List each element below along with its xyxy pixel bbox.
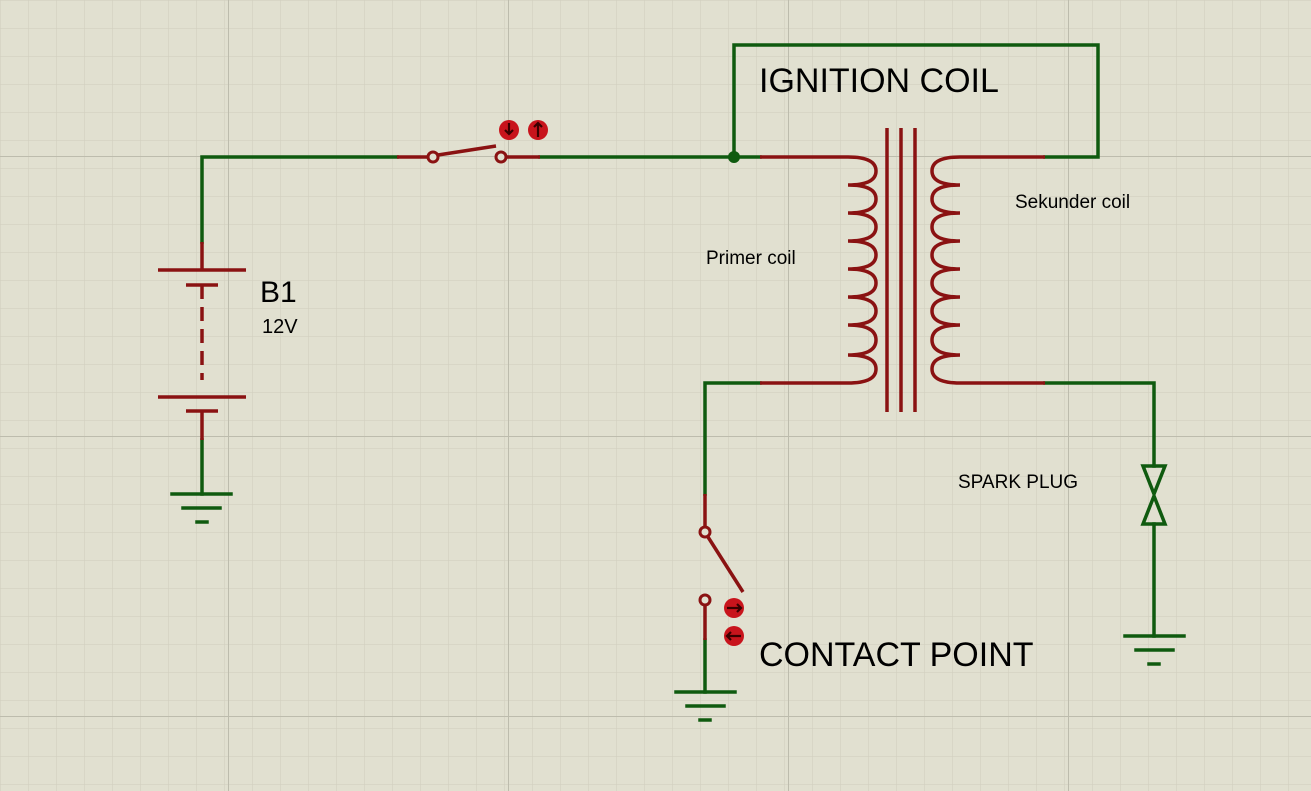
switch-icon[interactable] [397, 120, 548, 164]
ground-icon [170, 492, 233, 524]
junction-dot [728, 151, 740, 163]
wire-primary-to-contact[interactable] [703, 381, 762, 496]
wire-battery-to-switch[interactable] [200, 155, 399, 244]
spark-gap-icon[interactable] [1140, 464, 1168, 526]
wire-secondary-to-spark[interactable] [1043, 381, 1156, 468]
secondary-coil-label: Sekunder coil [1015, 192, 1130, 213]
battery-name-label: B1 [260, 276, 297, 309]
contact-point-switch-icon[interactable] [698, 494, 745, 646]
transformer-icon[interactable] [760, 128, 1045, 412]
contact-point-label: CONTACT POINT [759, 636, 1034, 674]
battery-icon[interactable] [158, 242, 246, 440]
primary-coil-label: Primer coil [706, 248, 796, 269]
wire-coil-loop[interactable] [732, 43, 1100, 159]
ground-icon [1123, 634, 1186, 666]
wires [200, 43, 1156, 694]
ground-icon [674, 690, 737, 722]
spark-plug-label: SPARK PLUG [958, 472, 1078, 493]
ignition-coil-label: IGNITION COIL [759, 62, 999, 100]
battery-value-label: 12V [262, 316, 298, 338]
